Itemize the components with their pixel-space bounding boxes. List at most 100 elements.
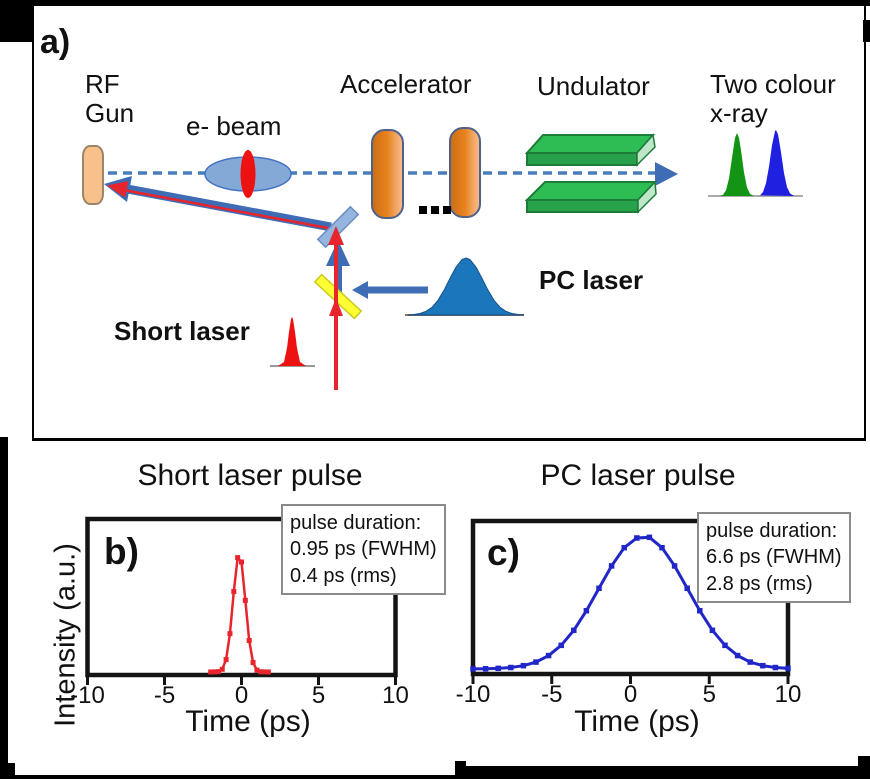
annotation-line: 0.4 ps (rms) (290, 564, 397, 587)
e-beam-label: e- beam (186, 111, 282, 141)
two-colour-xray-label: Two colour x-ray (710, 69, 836, 129)
data-point-marker (684, 585, 690, 592)
data-point-marker (239, 559, 244, 565)
chart-c-title: PC laser pulse (540, 459, 736, 492)
chart-c-annotation-box: pulse duration: 6.6 ps (FWHM) 2.8 ps (rm… (697, 512, 851, 604)
data-point-marker (583, 607, 590, 614)
data-point-marker (219, 666, 225, 672)
data-point-marker (231, 589, 237, 595)
panel-a-label: a) (40, 23, 71, 61)
data-point-marker (246, 637, 252, 643)
data-point-marker (558, 642, 564, 649)
x-tick-label: -10 (70, 682, 105, 709)
pc-laser-pulse-icon (405, 257, 525, 316)
top-left-corner-block (0, 0, 32, 42)
accelerator-cavity-1 (371, 129, 404, 219)
data-point-marker (709, 627, 716, 634)
x-tick-label: -5 (541, 681, 563, 708)
x-tick-label: -10 (455, 681, 491, 708)
chart-b-annotation-box: pulse duration: 0.95 ps (FWHM) 0.4 ps (r… (281, 504, 446, 596)
data-point-marker (227, 631, 233, 637)
undulator-plates (524, 133, 658, 214)
accelerator-label: Accelerator (340, 69, 472, 99)
data-point-marker (747, 659, 753, 665)
pc-beam-horizontal-arrow (352, 281, 428, 299)
left-border (0, 437, 8, 779)
data-point-marker (482, 665, 489, 672)
data-point-marker (258, 669, 264, 675)
x-tick-label: 0 (234, 682, 249, 709)
rf-gun-cathode (82, 145, 104, 205)
two-colour-xray-peaks (708, 130, 803, 197)
data-point-marker (760, 662, 766, 669)
beam-axis-arrowhead (655, 162, 678, 186)
data-point-marker (634, 535, 640, 541)
bottom-bar-left-notch (455, 761, 466, 779)
panel-c-label: c) (487, 532, 520, 573)
data-point-marker (671, 563, 678, 569)
accelerator-cavity-2 (449, 127, 481, 218)
data-point-marker (470, 666, 476, 672)
annotation-line: pulse duration: (290, 512, 422, 534)
data-point-marker (533, 659, 539, 665)
data-point-marker (608, 563, 615, 569)
x-tick-label: 10 (382, 682, 409, 709)
chart-b-plot (85, 516, 398, 685)
ellipsis-dots (419, 206, 451, 214)
data-point-marker (254, 667, 260, 673)
chart-b-x-axis-label: Time (ps) (185, 705, 311, 738)
undulator-label: Undulator (537, 71, 650, 101)
xray-green-peak (720, 133, 754, 196)
e-beam-ellipse (204, 150, 292, 198)
data-point-marker (621, 544, 627, 551)
data-point-marker (772, 664, 779, 671)
bottom-bar-right-notch (858, 756, 870, 779)
data-point-marker (212, 669, 218, 675)
annotation-line: pulse duration: (706, 520, 838, 542)
data-point-marker (520, 662, 527, 669)
x-tick-label: -5 (153, 682, 176, 709)
short-laser-label: Short laser (114, 316, 250, 346)
bottom-border-bar (455, 766, 870, 779)
bottom-border-thin (8, 775, 455, 779)
data-point-marker (722, 642, 728, 649)
data-point-marker (208, 669, 214, 675)
xray-blue-peak (760, 130, 794, 196)
data-point-marker (734, 652, 741, 659)
data-point-marker (250, 660, 256, 666)
chart-c-x-axis-label: Time (ps) (574, 705, 700, 738)
x-tick-label: 10 (774, 681, 802, 708)
panel-b-label: b) (104, 531, 139, 572)
data-point-marker (242, 597, 248, 603)
short-laser-vertical-beam (328, 226, 344, 390)
data-point-marker (223, 657, 229, 663)
annotation-line: 6.6 ps (FWHM) (706, 546, 842, 569)
annotation-line: 2.8 ps (rms) (706, 572, 813, 595)
data-point-marker (697, 607, 703, 614)
top-right-edge-block (863, 20, 870, 42)
data-point-marker (785, 665, 791, 672)
data-point-marker (646, 534, 653, 541)
mirror (316, 205, 360, 249)
x-tick-label: 5 (311, 682, 326, 709)
rf-gun-label: RF Gun (85, 69, 135, 129)
pc-laser-label: PC laser (539, 265, 644, 295)
data-point-marker (215, 669, 221, 675)
panel-a-frame (32, 3, 866, 441)
short-laser-pulse-icon (270, 317, 315, 367)
data-point-marker (495, 665, 501, 672)
data-point-marker (235, 555, 241, 561)
data-point-marker (508, 664, 514, 671)
data-point-marker (265, 669, 271, 675)
chart-b-title: Short laser pulse (137, 459, 363, 492)
e-beam-red-slice (240, 150, 256, 198)
data-point-marker (262, 669, 268, 675)
x-tick-label: 5 (702, 681, 716, 708)
data-point-marker (659, 544, 665, 551)
red-arrowhead (107, 181, 129, 198)
data-point-marker (596, 585, 602, 592)
annotation-line: 0.95 ps (FWHM) (290, 538, 437, 561)
data-point-marker (545, 652, 552, 659)
data-point-marker (571, 627, 577, 634)
